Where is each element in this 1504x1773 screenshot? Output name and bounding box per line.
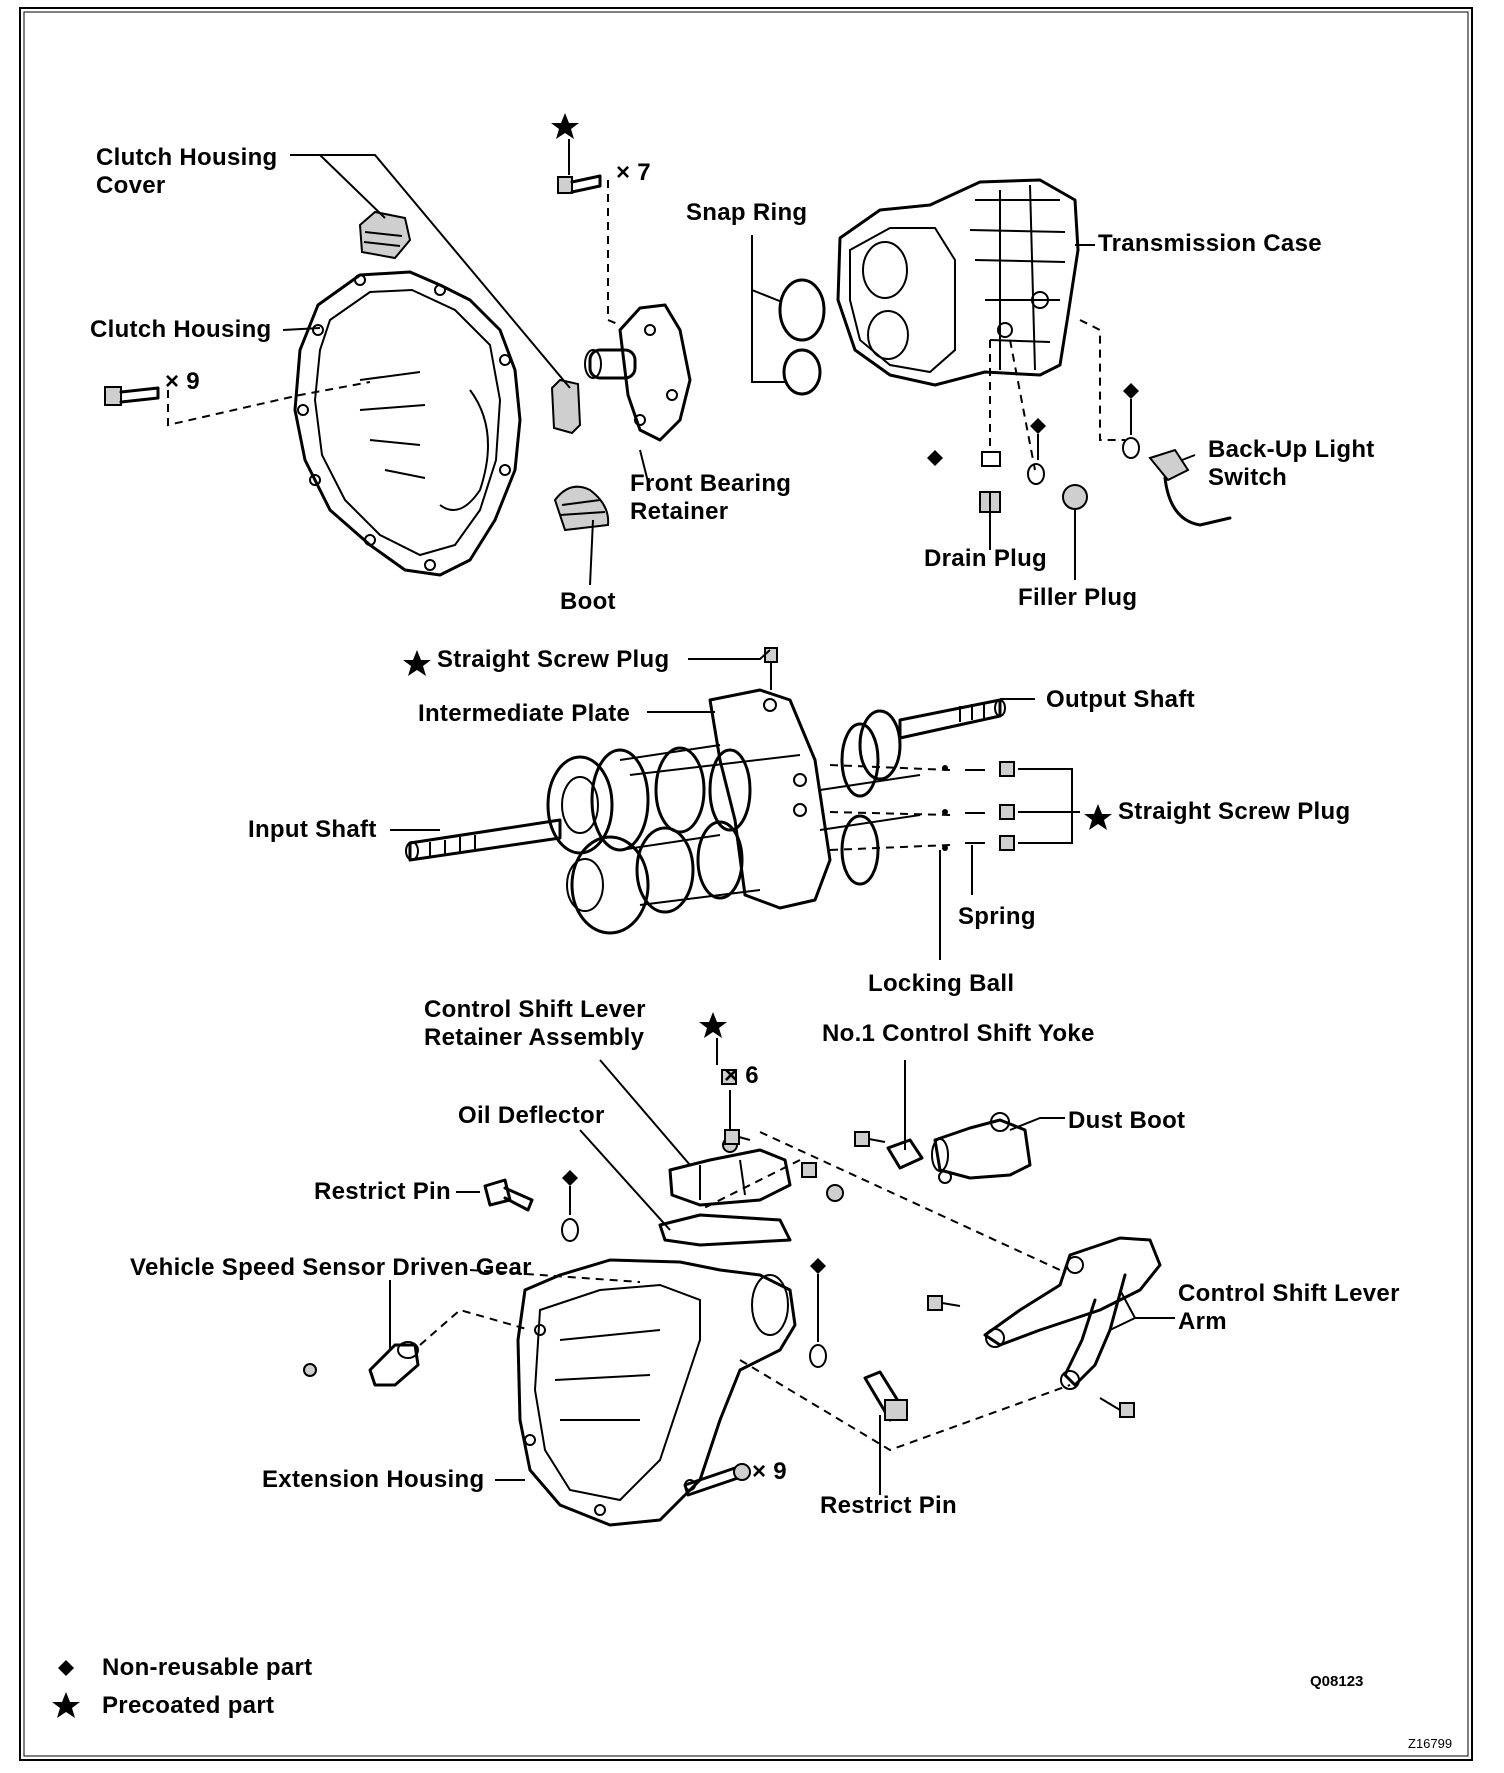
- label-snap-ring: Snap Ring: [686, 199, 808, 226]
- label-input-shaft: Input Shaft: [248, 816, 377, 843]
- label-locking-ball: Locking Ball: [868, 970, 1015, 997]
- bottom-small-parts-drawing: [303, 1129, 1071, 1497]
- label-extension-housing: Extension Housing: [262, 1466, 485, 1493]
- label-control-shift-lever-arm: Control Shift Lever Arm: [1178, 1280, 1400, 1335]
- page-code: Z16799: [1408, 1736, 1453, 1751]
- label-back-up-light-switch: Back-Up Light Switch: [1208, 436, 1375, 491]
- bolt-x7-drawing: [557, 174, 621, 326]
- label-drain-plug: Drain Plug: [924, 545, 1048, 572]
- outer-frame: [19, 7, 1473, 1761]
- legend-precoated: Precoated part: [102, 1692, 275, 1719]
- label-bolt-x7: × 7: [616, 159, 651, 186]
- label-filler-plug: Filler Plug: [1018, 584, 1138, 611]
- label-straight-screw-plug-right: Straight Screw Plug: [1118, 798, 1351, 825]
- label-restrict-pin-bottom: Restrict Pin: [820, 1492, 957, 1519]
- shift-lever-arm-drawing: [927, 1236, 1162, 1418]
- label-spring: Spring: [958, 903, 1036, 930]
- label-clutch-housing: Clutch Housing: [90, 316, 272, 343]
- inner-frame: [23, 11, 1469, 1757]
- label-oil-deflector: Oil Deflector: [458, 1102, 605, 1129]
- label-bolt-x9-bottom: × 9: [752, 1458, 787, 1485]
- top-leader-lines: [282, 154, 1196, 586]
- legend-non-reusable: Non-reusable part: [102, 1654, 313, 1681]
- clutch-housing-drawing: [293, 270, 522, 577]
- control-shift-retainer-drawing: [668, 1069, 792, 1207]
- bottom-leader-lines: [389, 1059, 1175, 1495]
- label-output-shaft: Output Shaft: [1046, 686, 1195, 713]
- case-small-parts-drawing: [979, 319, 1232, 580]
- label-no1-control-shift-yoke: No.1 Control Shift Yoke: [822, 1020, 1095, 1047]
- label-transmission-case: Transmission Case: [1098, 230, 1322, 257]
- bottom-symbols: [562, 1012, 826, 1342]
- transmission-case-drawing: [836, 178, 1080, 387]
- label-bolt-x9-top: × 9: [165, 368, 200, 395]
- snap-ring-drawing: [778, 278, 826, 396]
- oil-deflector-drawing: [658, 1213, 792, 1247]
- label-dust-boot: Dust Boot: [1068, 1107, 1186, 1134]
- label-vehicle-speed-sensor: Vehicle Speed Sensor Driven Gear: [130, 1254, 532, 1281]
- shift-yoke-and-dust-boot-drawing: [854, 1112, 1032, 1184]
- label-intermediate-plate: Intermediate Plate: [418, 700, 631, 727]
- extension-housing-drawing: [516, 1258, 797, 1527]
- label-straight-screw-plug-top: Straight Screw Plug: [437, 646, 670, 673]
- boot-drawing: [553, 485, 610, 532]
- label-restrict-pin-left: Restrict Pin: [314, 1178, 451, 1205]
- clutch-housing-cover-drawing: [358, 210, 582, 435]
- legend-star-icon: [52, 1692, 80, 1718]
- gear-assembly-drawing: [405, 647, 1015, 935]
- label-clutch-housing-cover: Clutch Housing Cover: [96, 144, 278, 199]
- label-bolt-x6: × 6: [724, 1062, 759, 1089]
- label-boot: Boot: [560, 588, 616, 615]
- front-bearing-retainer-drawing: [584, 303, 692, 442]
- legend-diamond-icon: [58, 1660, 74, 1676]
- label-front-bearing-retainer: Front Bearing Retainer: [630, 470, 792, 525]
- figure-code: Q08123: [1310, 1673, 1364, 1690]
- top-symbols: [551, 113, 1139, 466]
- middle-leader-lines: [390, 649, 1112, 960]
- bolt-x9-top-drawing: [104, 381, 371, 427]
- label-control-shift-lever-retainer: Control Shift Lever Retainer Assembly: [424, 996, 646, 1051]
